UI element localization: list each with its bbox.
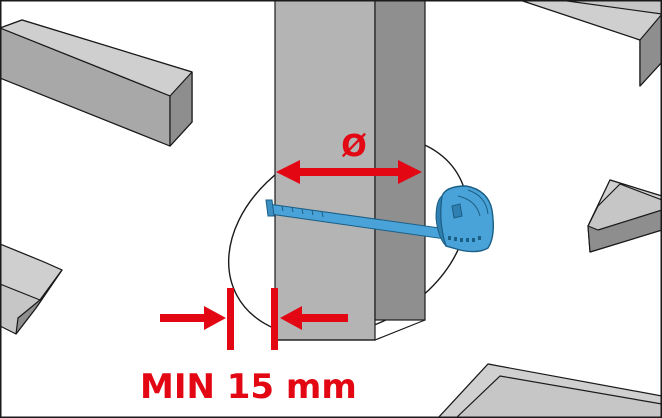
diameter-symbol: Ø: [341, 129, 367, 164]
beam-top-left: [0, 19, 193, 147]
column-side-face: [374, 0, 426, 321]
beam-bottom-right: [437, 363, 662, 418]
clearance-right-bar: [271, 288, 278, 350]
column-side-shade: [378, 0, 422, 318]
tape-lock-button-icon: [451, 203, 463, 219]
min-clearance-label: MIN 15 mm: [140, 367, 357, 407]
diameter-arrow: [276, 160, 422, 184]
tape-ticks: [281, 205, 324, 218]
measuring-tape: [265, 185, 495, 253]
clearance-indicator: [160, 288, 348, 350]
beam-top-right: [499, 0, 662, 87]
tape-case-side: [435, 194, 447, 247]
beam-right-middle: [587, 179, 662, 253]
clearance-left-bar: [227, 288, 234, 350]
tape-hook: [265, 199, 275, 217]
tape-case-ridges: [457, 189, 489, 217]
beam-left-middle: [0, 243, 63, 335]
tape-case-grip: [448, 236, 481, 242]
